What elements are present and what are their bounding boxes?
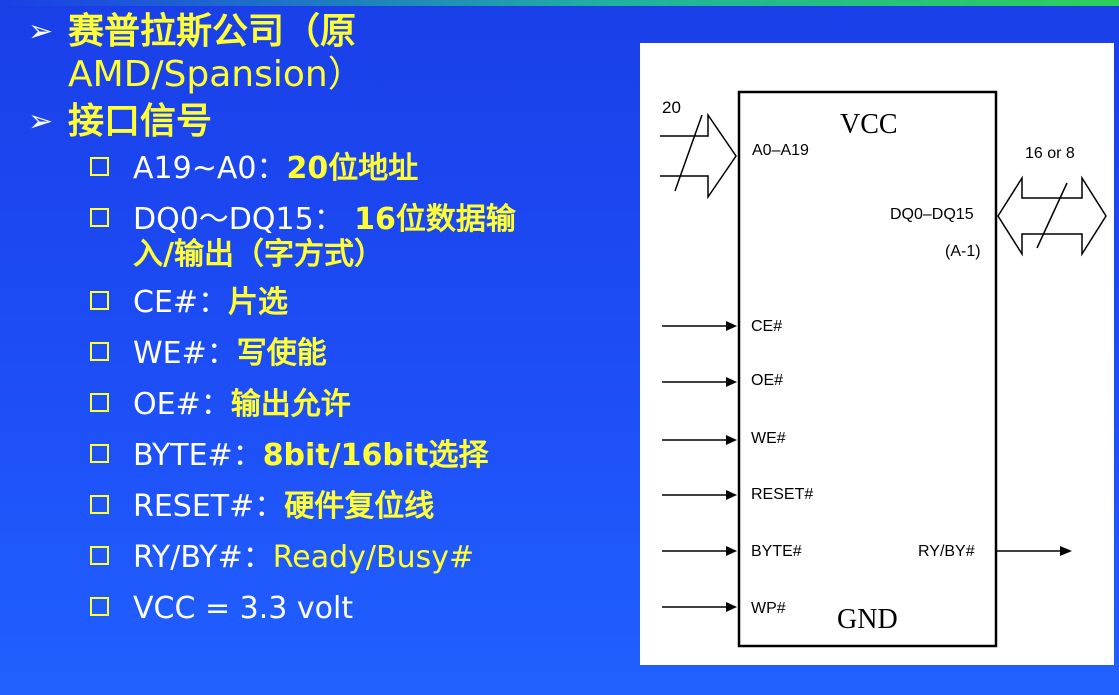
item-label: OE#： xyxy=(133,387,231,422)
item-label: BYTE#： xyxy=(133,438,263,473)
arrow-bullet-icon: ➢ xyxy=(28,104,54,139)
chip-body xyxy=(737,90,998,648)
pin-diagram-svg: VCC GND 20 A0–A19 16 or 8 DQ0–DQ15 (A-1)… xyxy=(660,90,1107,648)
pin-label: CE# xyxy=(751,318,782,335)
item-desc: 写使能 xyxy=(236,336,327,371)
output-rybusy: RY/BY# xyxy=(918,543,1072,560)
pin-label: WP# xyxy=(751,600,786,617)
checkbox-bullet-icon xyxy=(90,495,109,514)
top-accent-strip xyxy=(0,0,1119,6)
checkbox-bullet-icon xyxy=(90,393,109,412)
addr-bus-slash-icon xyxy=(674,114,703,192)
item-address: A19~A0：20位地址 xyxy=(28,143,648,194)
item-rybusy: RY/BY#：Ready/Busy# xyxy=(28,532,648,583)
checkbox-bullet-icon xyxy=(90,444,109,463)
input-reset: RESET# xyxy=(662,486,813,503)
item-desc: 硬件复位线 xyxy=(284,489,435,524)
checkbox-bullet-icon xyxy=(90,342,109,361)
input-wp: WP# xyxy=(662,600,786,617)
arrow-right-icon xyxy=(726,490,737,500)
item-desc: 8bit/16bit选择 xyxy=(262,438,489,473)
item-desc: 片选 xyxy=(228,285,289,320)
addr-width-label: 20 xyxy=(662,98,681,117)
arrow-bullet-icon: ➢ xyxy=(28,14,54,49)
pin-label: BYTE# xyxy=(751,543,802,560)
company-former: AMD/Spansion） xyxy=(68,54,364,95)
item-label: RESET#： xyxy=(133,489,285,524)
arrow-right-icon xyxy=(726,602,737,612)
input-oe: OE# xyxy=(662,372,783,389)
input-we: WE# xyxy=(662,430,786,447)
input-byte: BYTE# xyxy=(662,543,802,560)
pin-label: RY/BY# xyxy=(918,543,975,560)
pin-label: WE# xyxy=(751,430,786,447)
item-desc: 20位地址 xyxy=(286,151,419,186)
checkbox-bullet-icon xyxy=(90,597,109,616)
addr-pin-label: A0–A19 xyxy=(752,142,809,159)
item-oe: OE#：输出允许 xyxy=(28,379,648,430)
pin-diagram: VCC GND 20 A0–A19 16 or 8 DQ0–DQ15 (A-1)… xyxy=(640,43,1114,665)
bullet-company: ➢ 赛普拉斯公司（原 AMD/Spansion） xyxy=(28,10,648,96)
checkbox-bullet-icon xyxy=(90,291,109,310)
data-pin-label: DQ0–DQ15 xyxy=(890,206,974,223)
arrow-right-icon xyxy=(726,435,737,445)
input-ce: CE# xyxy=(662,318,782,335)
item-byte: BYTE#：8bit/16bit选择 xyxy=(28,430,648,481)
arrow-right-icon xyxy=(726,321,737,331)
item-desc: 输出允许 xyxy=(230,387,351,422)
item-data: DQ0～DQ15： 16位数据输 入/输出（字方式） xyxy=(28,194,648,273)
data-pin-note: (A-1) xyxy=(945,243,981,260)
item-desc-continued: 入/输出（字方式） xyxy=(133,237,384,272)
item-we: WE#：写使能 xyxy=(28,328,648,379)
pin-label: RESET# xyxy=(751,486,813,503)
arrow-right-icon xyxy=(1060,546,1072,556)
checkbox-bullet-icon xyxy=(90,546,109,565)
data-bus-arrow-icon xyxy=(997,175,1107,257)
slide-text: ➢ 赛普拉斯公司（原 AMD/Spansion） ➢ 接口信号 A19~A0：2… xyxy=(28,10,648,634)
item-ce: CE#：片选 xyxy=(28,277,648,328)
item-vcc: VCC = 3.3 volt xyxy=(28,583,648,634)
item-label: VCC = 3.3 volt xyxy=(133,591,354,626)
company-name: 赛普拉斯公司（原 xyxy=(68,11,357,52)
arrow-right-icon xyxy=(726,546,737,556)
item-desc: Ready/Busy# xyxy=(272,540,475,575)
bullet-interface: ➢ 接口信号 xyxy=(28,100,648,143)
arrow-right-icon xyxy=(726,377,737,387)
vcc-label: VCC xyxy=(840,109,898,140)
addr-bus-arrow-icon xyxy=(660,112,737,200)
item-label: RY/BY#： xyxy=(133,540,273,575)
item-label: WE#： xyxy=(133,336,237,371)
data-width-label: 16 or 8 xyxy=(1025,145,1075,162)
checkbox-bullet-icon xyxy=(90,208,109,227)
interface-heading: 接口信号 xyxy=(68,101,213,142)
item-reset: RESET#：硬件复位线 xyxy=(28,481,648,532)
data-bus-slash-icon xyxy=(1036,182,1068,249)
checkbox-bullet-icon xyxy=(90,157,109,176)
pin-label: OE# xyxy=(751,372,783,389)
item-label: DQ0～DQ15： xyxy=(133,202,344,237)
item-desc: 16位数据输 xyxy=(343,202,516,237)
item-label: A19~A0： xyxy=(133,151,287,186)
gnd-label: GND xyxy=(837,604,898,635)
item-label: CE#： xyxy=(133,285,229,320)
